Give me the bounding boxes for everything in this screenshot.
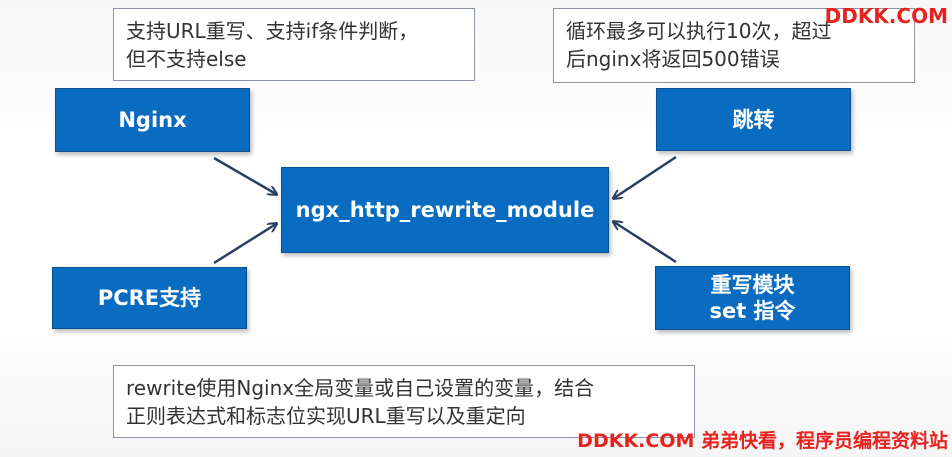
box-label: ngx_http_rewrite_module xyxy=(295,198,595,222)
box-label: Nginx xyxy=(118,108,187,132)
watermark-bottom: DDKK.COM 弟弟快看，程序员编程资料站 xyxy=(577,430,948,452)
box-nginx: Nginx xyxy=(55,88,250,152)
box-jump: 跳转 xyxy=(656,88,851,151)
note-url-rewrite-support: 支持URL重写、支持if条件判断， 但不支持else xyxy=(113,8,475,81)
box-label: PCRE支持 xyxy=(97,286,202,310)
note-line: 后nginx将返回500错误 xyxy=(566,47,780,71)
note-loop-limit: 循环最多可以执行10次，超过 后nginx将返回500错误 xyxy=(553,8,915,83)
note-line: 支持URL重写、支持if条件判断， xyxy=(126,19,419,43)
note-line: 正则表达式和标志位实现URL重写以及重定向 xyxy=(126,404,526,428)
note-line: 循环最多可以执行10次，超过 xyxy=(566,19,832,43)
box-label: 跳转 xyxy=(732,107,775,132)
box-rewrite-module-center: ngx_http_rewrite_module xyxy=(281,167,609,253)
note-line: 但不支持else xyxy=(126,47,247,71)
box-label-line: set 指令 xyxy=(709,299,796,323)
note-line: rewrite使用Nginx全局变量或自己设置的变量，结合 xyxy=(126,376,595,400)
box-pcre-support: PCRE支持 xyxy=(52,267,247,329)
watermark-top: DDKK.COM xyxy=(824,4,948,28)
box-rewrite-module-set: 重写模块 set 指令 xyxy=(655,266,850,330)
note-rewrite-description: rewrite使用Nginx全局变量或自己设置的变量，结合 正则表达式和标志位实… xyxy=(113,365,695,438)
box-label-line: 重写模块 xyxy=(710,273,795,297)
